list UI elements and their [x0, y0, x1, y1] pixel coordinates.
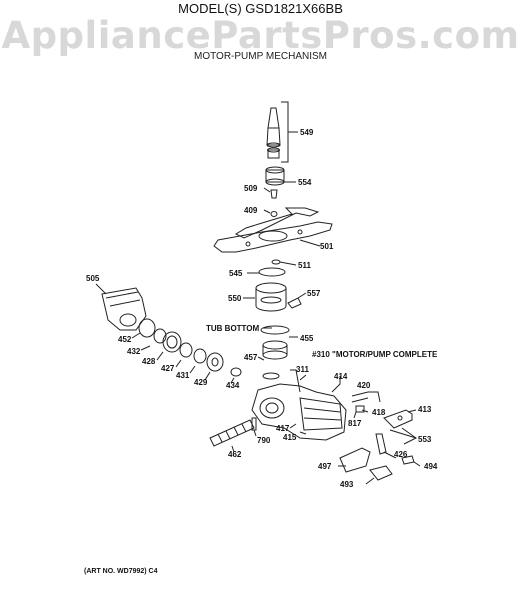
part-509	[270, 189, 278, 199]
callout-409: 409	[244, 206, 258, 215]
part-455	[260, 325, 298, 360]
part-511	[271, 259, 281, 265]
part-413	[383, 409, 413, 429]
part-429	[206, 352, 224, 372]
callout-550: 550	[228, 294, 242, 303]
motor-pump-assembly	[251, 369, 381, 441]
callout-413: 413	[418, 405, 432, 414]
callout-790: 790	[257, 436, 271, 445]
callout-428: 428	[142, 357, 156, 366]
callout-494: 494	[424, 462, 438, 471]
lower-spray-arm	[213, 221, 333, 253]
callout-511: 511	[298, 261, 311, 270]
section-title: MOTOR-PUMP MECHANISM	[194, 51, 327, 62]
callout-434: 434	[226, 381, 240, 390]
callout-554: 554	[298, 178, 312, 187]
callout-418: 418	[372, 408, 386, 417]
callout-427: 427	[161, 364, 175, 373]
callout-452: 452	[118, 335, 132, 344]
part-462	[209, 419, 255, 453]
callout-553: 553	[418, 435, 432, 444]
part-428	[156, 331, 182, 361]
part-432	[153, 328, 167, 344]
callout-426: 426	[394, 450, 408, 459]
site-watermark: AppliancePartsPros.com	[1, 14, 520, 57]
part-790	[251, 417, 257, 431]
callout-549: 549	[300, 128, 314, 137]
callout-545: 545	[229, 269, 243, 278]
callout-509: 509	[244, 184, 258, 193]
callout-455: 455	[300, 334, 314, 343]
tub-bottom-label: TUB BOTTOM	[206, 324, 260, 333]
part-554	[265, 166, 296, 186]
model-title: MODEL(S) GSD1821X66BB	[178, 1, 343, 16]
callout-432: 432	[127, 347, 141, 356]
art-number: (ART NO. WD7992) C4	[84, 568, 158, 575]
part-550	[243, 282, 287, 312]
part-545	[258, 267, 286, 277]
part-427	[179, 342, 193, 358]
callout-501: 501	[320, 242, 334, 251]
callout-462: 462	[228, 450, 242, 459]
callout-311: 311	[296, 365, 309, 374]
callout-505: 505	[86, 274, 100, 283]
callout-817: 817	[348, 419, 362, 428]
callout-417: 417	[276, 424, 290, 433]
callout-429: 429	[194, 378, 208, 387]
callout-415: 415	[283, 433, 297, 442]
callout-493: 493	[340, 480, 354, 489]
callout-457: 457	[244, 353, 258, 362]
callout-431: 431	[176, 371, 190, 380]
part-431	[193, 348, 207, 364]
callout-557: 557	[307, 289, 321, 298]
wash-tower-part	[266, 107, 281, 159]
bracket-549	[281, 101, 289, 163]
callout-414: 414	[334, 372, 348, 381]
part-434	[230, 367, 242, 377]
part-557	[287, 297, 302, 309]
callout-420: 420	[357, 381, 371, 390]
part-493	[369, 465, 393, 481]
part-457	[262, 372, 280, 380]
part-497	[339, 447, 371, 473]
callout-497: 497	[318, 462, 332, 471]
part-452	[138, 318, 156, 338]
motor-pump-note: #310 "MOTOR/PUMP COMPLETE	[312, 350, 438, 359]
part-409	[270, 211, 278, 217]
part-505	[95, 283, 147, 331]
part-426	[375, 433, 387, 455]
